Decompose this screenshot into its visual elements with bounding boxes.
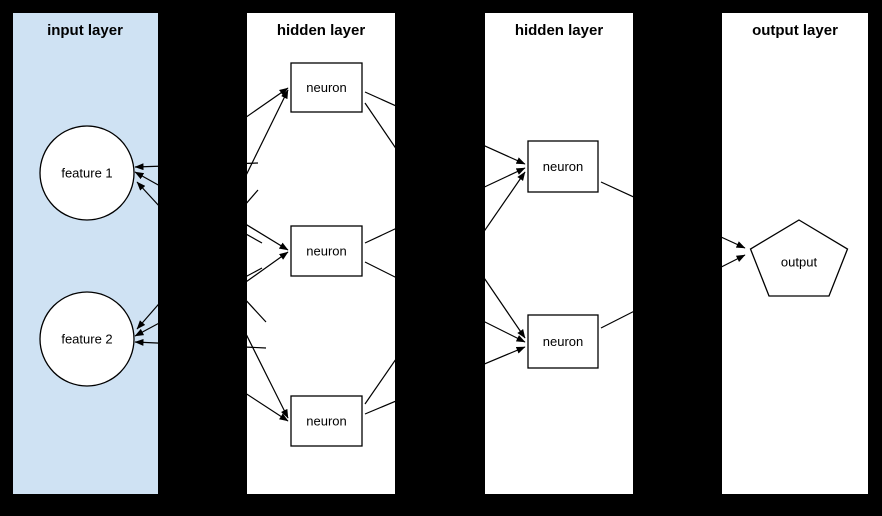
node-label-feature-1: feature 1 [61,165,112,180]
nodes-group: feature 1 feature 2 neuron neuron neuron neur… [39,62,849,447]
node-shape-h1-neuron-3[interactable] [290,395,363,447]
edge-h1-neuron-1-to-h2-neuron-1 [364,91,526,165]
edge-h1-neuron-3-to-feature-2 [134,338,267,349]
layer-boxes-group [13,13,868,494]
edge-feature-2-to-h1-neuron-3 [169,343,289,422]
layer-title-input: input layer [47,22,123,39]
layer-title-output: output layer [752,22,838,39]
node-label-feature-2: feature 2 [61,331,112,346]
edge-h1-neuron-2-to-h2-neuron-1 [364,167,526,244]
node-shape-feature-1[interactable] [39,125,135,221]
edge-h1-neuron-1-to-feature-2 [136,189,259,330]
node-label-h2-neuron-1: neuron [543,159,583,174]
layer-box-hidden-2 [485,13,633,494]
node-label-h1-neuron-1: neuron [306,80,346,95]
edge-feature-2-to-h1-neuron-1 [169,89,289,331]
edge-h2-neuron-1-to-output-node [600,181,746,249]
node-shape-h1-neuron-2[interactable] [290,225,363,277]
edge-h1-neuron-2-to-h2-neuron-2 [364,261,526,343]
layer-title-hidden-2: hidden layer [515,22,604,39]
layer-title-hidden-1: hidden layer [277,22,366,39]
node-label-h2-neuron-2: neuron [543,334,583,349]
edge-h1-neuron-3-to-h2-neuron-1 [364,171,526,405]
node-label-h1-neuron-3: neuron [306,413,346,428]
edge-h1-neuron-2-to-feature-1 [134,171,263,244]
node-label-output-node: output [781,254,818,269]
edge-h1-neuron-3-to-h2-neuron-2 [364,346,526,415]
edge-h1-neuron-3-to-feature-1 [136,181,267,323]
layer-box-input [13,13,158,494]
edge-h1-neuron-2-to-feature-2 [134,267,263,337]
edge-feature-1-to-h1-neuron-1 [169,87,289,171]
edge-feature-2-to-h1-neuron-2 [169,251,289,337]
node-shape-output-node[interactable] [749,219,849,297]
layer-titles-group: input layer hidden layer hidden layer outpu… [47,22,838,39]
node-label-h1-neuron-2: neuron [306,243,346,258]
node-shape-h2-neuron-1[interactable] [527,140,599,193]
node-shape-h1-neuron-1[interactable] [290,62,363,113]
node-shape-feature-2[interactable] [39,291,135,387]
connection-edges-group [134,87,746,422]
edge-h2-neuron-2-to-output-node [600,254,746,329]
edge-feature-1-to-h1-neuron-3 [171,185,289,419]
edge-h1-neuron-1-to-feature-1 [134,162,259,171]
edge-feature-1-to-h1-neuron-2 [169,177,289,251]
edge-h1-neuron-1-to-h2-neuron-2 [364,102,526,339]
node-shape-h2-neuron-2[interactable] [527,314,599,369]
